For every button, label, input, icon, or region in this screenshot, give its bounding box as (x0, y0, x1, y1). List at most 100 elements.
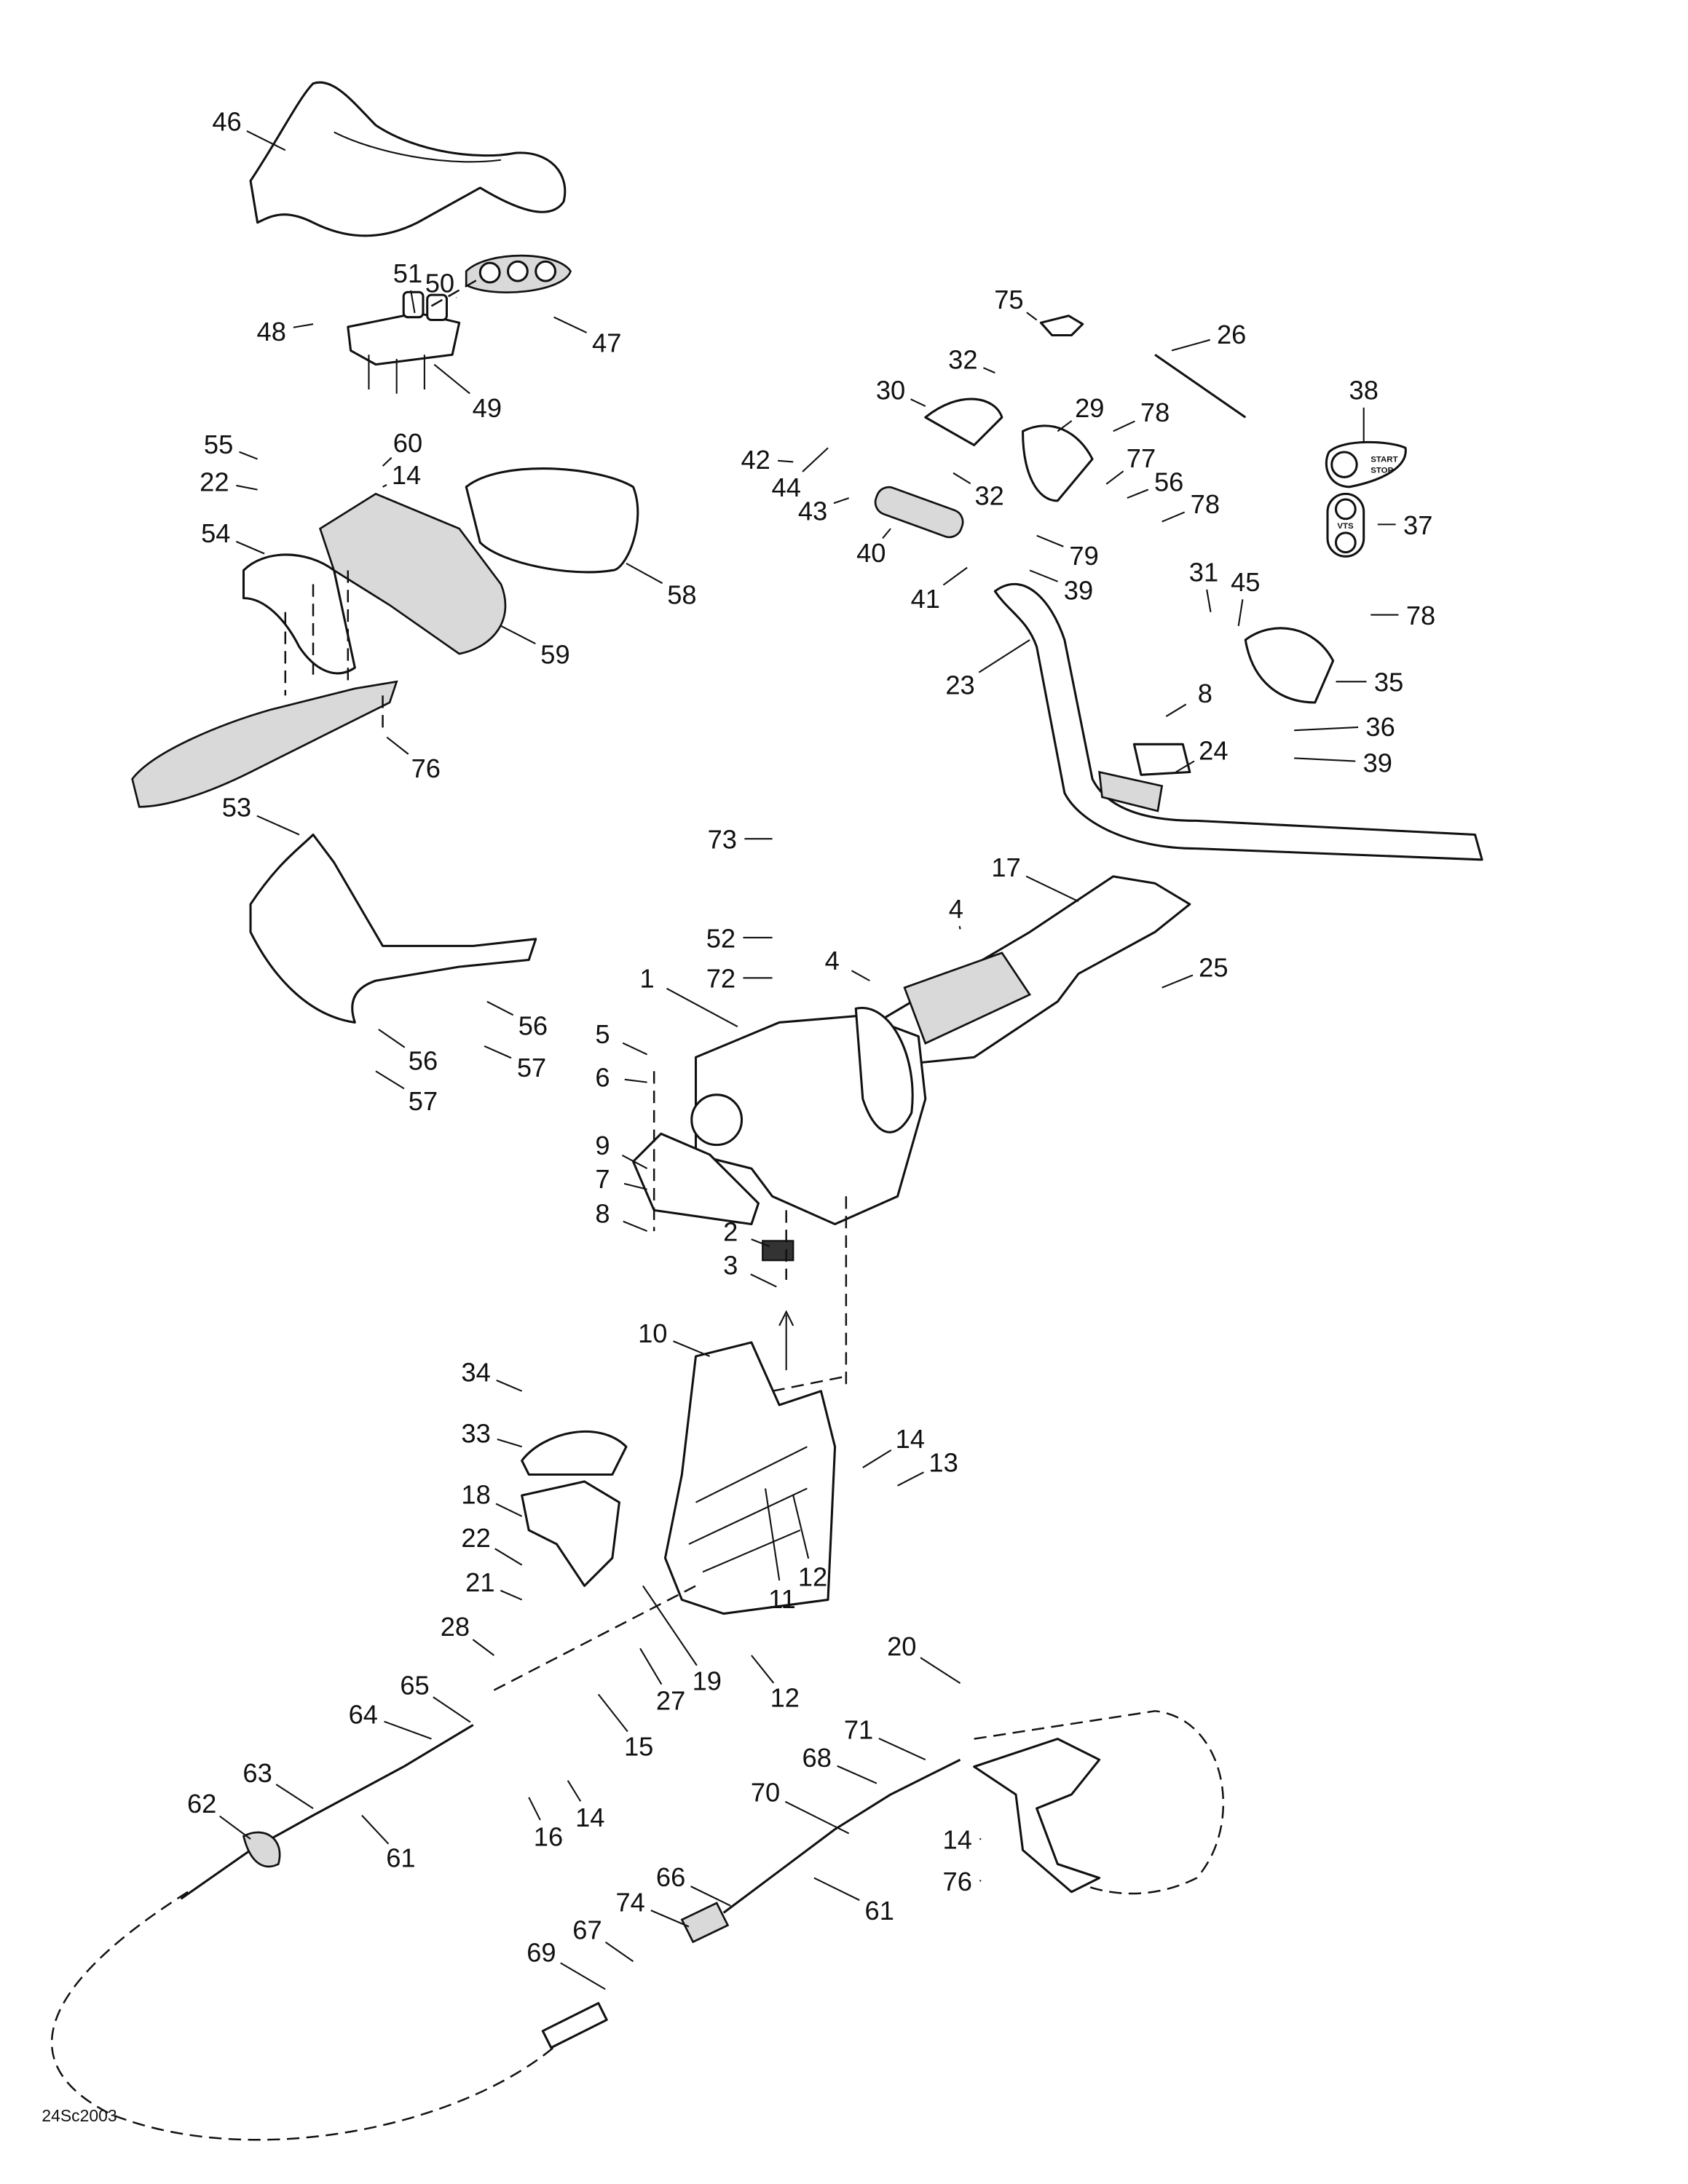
callout-39: 39 (1064, 576, 1093, 606)
leader-line-32 (982, 367, 995, 374)
leader-line-39 (1029, 569, 1058, 582)
leader-line-70 (784, 1800, 850, 1835)
callout-61: 61 (386, 1843, 415, 1872)
leader-line-13 (897, 1471, 924, 1487)
leader-line-53 (256, 815, 300, 836)
leader-line-68 (837, 1765, 877, 1784)
leader-line-4 (958, 925, 961, 930)
leader-line-14 (862, 1449, 892, 1468)
callout-68: 68 (802, 1743, 832, 1773)
leader-line-23 (978, 639, 1030, 673)
leader-line-56 (486, 1000, 514, 1016)
callout-14: 14 (392, 460, 421, 490)
callout-37: 37 (1403, 510, 1432, 540)
callout-10: 10 (638, 1318, 667, 1348)
callout-30: 30 (876, 375, 905, 405)
callout-69: 69 (526, 1937, 556, 1967)
callout-72: 72 (706, 964, 735, 994)
leader-line-59 (500, 625, 536, 645)
callout-32: 32 (974, 481, 1003, 511)
leader-line-62 (219, 1815, 251, 1840)
seat-cover-46 (249, 81, 567, 237)
callout-34: 34 (461, 1357, 490, 1387)
leader-line-67 (604, 1941, 634, 1963)
callout-12: 12 (798, 1562, 827, 1591)
callout-78: 78 (1406, 601, 1435, 630)
callout-56: 56 (409, 1045, 438, 1075)
leader-line-28 (472, 1639, 495, 1656)
leader-line-48 (293, 323, 314, 328)
callout-29: 29 (1075, 393, 1104, 423)
callout-67: 67 (572, 1915, 602, 1945)
leader-line-39 (1294, 757, 1356, 762)
callout-1: 1 (640, 964, 655, 994)
leader-line-57 (375, 1070, 405, 1090)
steering-housing-1 (631, 1007, 927, 1393)
callout-32: 32 (948, 344, 977, 374)
leader-line-9 (621, 1155, 648, 1170)
leader-line-78 (1113, 420, 1135, 432)
leader-line-63 (275, 1784, 314, 1809)
callout-76: 76 (411, 753, 441, 783)
callout-74: 74 (616, 1887, 645, 1917)
callout-38: 38 (1349, 375, 1379, 405)
leader-line-44 (802, 447, 829, 472)
support-10 (521, 1341, 837, 1615)
callout-65: 65 (400, 1670, 429, 1700)
callout-24: 24 (1199, 735, 1228, 765)
leader-line-54 (235, 540, 265, 555)
leader-line-78 (1162, 511, 1186, 523)
callout-55: 55 (204, 430, 233, 459)
leader-line-41 (942, 566, 968, 586)
leader-line-21 (500, 1589, 523, 1601)
leader-line-60 (382, 456, 393, 467)
callout-4: 4 (825, 946, 840, 976)
leader-line-8 (623, 1220, 648, 1233)
leader-line-6 (624, 1078, 647, 1083)
leader-line-22 (494, 1548, 523, 1566)
leader-line-58 (626, 562, 663, 585)
callout-3: 3 (723, 1250, 738, 1280)
leader-line-18 (495, 1503, 523, 1517)
leader-line-32 (953, 472, 971, 485)
leader-line-4 (851, 970, 870, 982)
callout-20: 20 (887, 1631, 916, 1661)
leader-line-24 (1175, 760, 1195, 773)
callout-2: 2 (723, 1216, 738, 1246)
leader-line-75 (1026, 312, 1038, 321)
callout-35: 35 (1374, 668, 1403, 697)
leader-line-34 (496, 1380, 523, 1392)
callout-78: 78 (1191, 489, 1220, 519)
callout-36: 36 (1365, 712, 1395, 742)
callout-8: 8 (595, 1199, 610, 1229)
leader-line-14 (567, 1780, 582, 1802)
callout-14: 14 (575, 1803, 604, 1832)
callout-44: 44 (772, 472, 801, 502)
callout-45: 45 (1231, 567, 1260, 597)
leader-line-12 (751, 1655, 775, 1684)
callout-23: 23 (945, 670, 974, 700)
leader-line-56 (1127, 488, 1149, 499)
leader-line-33 (497, 1439, 522, 1448)
leader-line-43 (833, 497, 850, 505)
callout-31: 31 (1189, 558, 1218, 587)
leader-line-57 (484, 1045, 512, 1059)
leader-line-5 (622, 1042, 648, 1056)
leader-line-69 (560, 1962, 606, 1990)
callout-53: 53 (222, 793, 251, 823)
stop-label: STOP (1370, 467, 1393, 475)
leader-line-11 (764, 1488, 781, 1581)
leader-line-14 (382, 483, 387, 488)
vts-label: VTS (1337, 522, 1354, 531)
callout-17: 17 (991, 852, 1020, 882)
leader-line-3 (750, 1273, 777, 1288)
callout-57: 57 (517, 1053, 546, 1083)
leader-line-42 (778, 459, 794, 463)
figure-code: 24Sc2003 (42, 2106, 117, 2125)
callout-46: 46 (212, 107, 241, 137)
callout-25: 25 (1199, 952, 1228, 982)
leader-line-17 (1025, 875, 1079, 903)
leader-line-47 (553, 316, 588, 333)
